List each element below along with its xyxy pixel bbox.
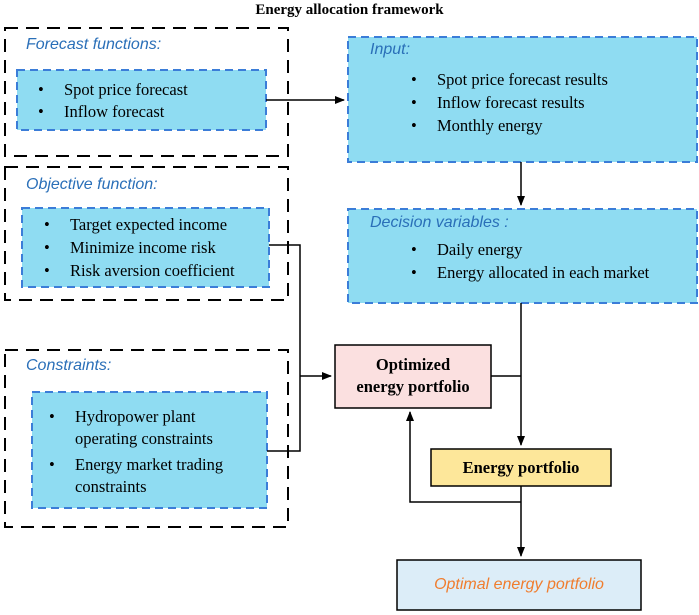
bullet-icon: •: [44, 238, 50, 257]
forecast-heading: Forecast functions:: [26, 36, 162, 53]
bullet-icon: •: [411, 116, 417, 135]
constraints-heading: Constraints:: [26, 357, 112, 374]
decision-item-1: •Daily energy: [411, 240, 523, 259]
constraints-group-frame: [4, 349, 289, 528]
objective-heading: Objective function:: [26, 176, 158, 193]
diagram-title: Energy allocation framework: [255, 2, 444, 18]
feedback-loop-arrow: [406, 411, 521, 503]
optimal-label: Optimal energy portfolio: [434, 576, 604, 593]
objective-item-3: •Risk aversion coefficient: [44, 261, 235, 280]
bullet-icon: •: [44, 215, 50, 234]
input-item-2: •Inflow forecast results: [411, 93, 585, 112]
bullet-icon: •: [411, 70, 417, 89]
objective-box: [21, 207, 270, 288]
bullet-icon: •: [49, 407, 55, 426]
input-box: [347, 36, 698, 163]
forecast-box: [16, 69, 267, 131]
forecast-group-frame: [4, 27, 289, 157]
constraints-connector: [267, 376, 301, 452]
bullet-icon: •: [38, 102, 44, 121]
decision-box: [347, 208, 698, 304]
objective-group-frame: [4, 166, 289, 301]
objective-item-2: •Minimize income risk: [44, 238, 216, 257]
optimized-box: [334, 344, 492, 409]
forecast-item-1: •Spot price forecast: [38, 80, 188, 99]
forecast-item-2: •Inflow forecast: [38, 102, 165, 121]
portfolio-label: Energy portfolio: [462, 458, 580, 477]
input-heading: Input:: [370, 41, 411, 58]
bullet-icon: •: [44, 261, 50, 280]
bullet-icon: •: [411, 240, 417, 259]
portfolio-box: [430, 448, 612, 487]
objective-connector: [269, 244, 301, 376]
decision-heading: Decision variables :: [370, 214, 509, 231]
input-item-1: •Spot price forecast results: [411, 70, 608, 89]
objective-item-1: •Target expected income: [44, 215, 228, 234]
bullet-icon: •: [411, 93, 417, 112]
bullet-icon: •: [411, 263, 417, 282]
bullet-icon: •: [38, 80, 44, 99]
constraints-box: [31, 391, 268, 509]
optimal-box: [396, 559, 642, 611]
input-item-3: •Monthly energy: [411, 116, 543, 135]
bullet-icon: •: [49, 455, 55, 474]
decision-item-2: •Energy allocated in each market: [411, 263, 650, 282]
